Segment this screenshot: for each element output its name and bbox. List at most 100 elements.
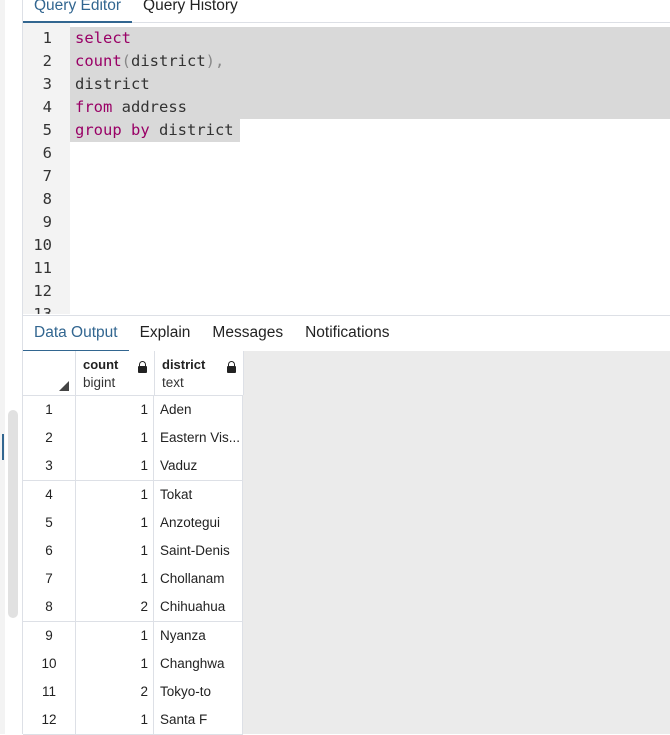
line-number: 4: [42, 98, 52, 116]
code-text: from address: [75, 96, 187, 119]
cell-district[interactable]: Vaduz: [155, 452, 243, 481]
line-number: 12: [33, 282, 52, 300]
cell-count[interactable]: 1: [76, 621, 154, 650]
tab-notifications[interactable]: Notifications: [305, 324, 390, 341]
cell-count[interactable]: 1: [76, 508, 154, 537]
panel-divider: [22, 0, 23, 734]
cell-district[interactable]: Changhwa: [155, 649, 243, 678]
code-line[interactable]: 7: [23, 165, 670, 188]
left-scrollbar[interactable]: [8, 410, 18, 618]
cell-district[interactable]: Tokyo-to: [155, 678, 243, 706]
row-number[interactable]: 4: [23, 480, 76, 509]
row-number[interactable]: 2: [23, 424, 76, 453]
code-line[interactable]: 10: [23, 234, 670, 257]
left-panel-marker: [2, 434, 4, 460]
code-line[interactable]: 5 group by district: [23, 119, 670, 142]
row-number[interactable]: 8: [23, 593, 76, 622]
code-token: select: [75, 29, 131, 47]
line-number: 13: [33, 305, 52, 314]
line-number: 9: [42, 213, 52, 231]
select-all-cell[interactable]: [23, 351, 76, 395]
code-token: address: [112, 98, 187, 116]
line-number: 7: [42, 167, 52, 185]
code-token: district: [149, 121, 234, 139]
cell-count[interactable]: 1: [76, 537, 154, 565]
column-type: bigint: [83, 375, 116, 390]
code-line[interactable]: 8: [23, 188, 670, 211]
code-token: count: [75, 52, 122, 70]
cell-district[interactable]: Eastern Vis...: [155, 424, 243, 453]
code-line[interactable]: 9: [23, 211, 670, 234]
cell-district[interactable]: Nyanza: [155, 621, 243, 650]
cell-district[interactable]: Tokat: [155, 480, 243, 509]
cell-district[interactable]: Chihuahua: [155, 593, 243, 622]
output-tabs: Data Output Explain Messages Notificatio…: [23, 315, 670, 352]
row-number[interactable]: 7: [23, 565, 76, 594]
cell-count[interactable]: 1: [76, 452, 154, 481]
cell-count[interactable]: 1: [76, 565, 154, 594]
code-line[interactable]: 12: [23, 280, 670, 303]
selection-highlight: [70, 119, 240, 142]
code-text: count(district),: [75, 50, 224, 73]
query-tabs: Query Editor Query History: [23, 0, 670, 23]
cell-district[interactable]: Santa F: [155, 706, 243, 735]
column-header-count[interactable]: count bigint: [76, 351, 155, 395]
tab-explain[interactable]: Explain: [139, 324, 191, 341]
row-number[interactable]: 3: [23, 452, 76, 481]
row-number[interactable]: 9: [23, 621, 76, 650]
code-line[interactable]: 4 from address: [23, 96, 670, 119]
cell-count[interactable]: 1: [76, 396, 154, 424]
column-header-district[interactable]: district text: [155, 351, 244, 395]
tab-data-output[interactable]: Data Output: [23, 316, 129, 352]
cell-district[interactable]: Saint-Denis: [155, 537, 243, 565]
line-number: 5: [42, 121, 52, 139]
tab-messages[interactable]: Messages: [212, 324, 284, 341]
row-number[interactable]: 10: [23, 649, 76, 678]
code-token: (: [121, 52, 132, 70]
row-number[interactable]: 6: [23, 537, 76, 565]
cell-count[interactable]: 1: [76, 649, 154, 678]
code-line[interactable]: 6: [23, 142, 670, 165]
cell-district[interactable]: Chollanam: [155, 565, 243, 594]
code-line[interactable]: 11: [23, 257, 670, 280]
tab-query-history[interactable]: Query History: [143, 0, 238, 14]
cell-count[interactable]: 1: [76, 424, 154, 453]
tab-query-editor[interactable]: Query Editor: [23, 0, 133, 23]
cell-district[interactable]: Aden: [155, 396, 243, 424]
cell-count[interactable]: 1: [76, 706, 154, 735]
cell-count[interactable]: 2: [76, 593, 154, 622]
row-number[interactable]: 5: [23, 508, 76, 537]
grid-header: count bigint district text: [23, 351, 244, 396]
row-number[interactable]: 11: [23, 678, 76, 706]
code-text: group by district: [75, 119, 234, 142]
line-number: 6: [42, 144, 52, 162]
code-line[interactable]: 13: [23, 303, 670, 314]
code-token: ),: [205, 52, 225, 70]
row-number[interactable]: 1: [23, 396, 76, 424]
cell-count[interactable]: 2: [76, 678, 154, 706]
code-token: district: [75, 75, 150, 93]
row-number[interactable]: 12: [23, 706, 76, 735]
line-number: 10: [33, 236, 52, 254]
code-text: select: [75, 27, 131, 50]
cell-count[interactable]: 1: [76, 480, 154, 509]
cell-district[interactable]: Anzotegui: [155, 508, 243, 537]
line-number: 11: [33, 259, 52, 277]
